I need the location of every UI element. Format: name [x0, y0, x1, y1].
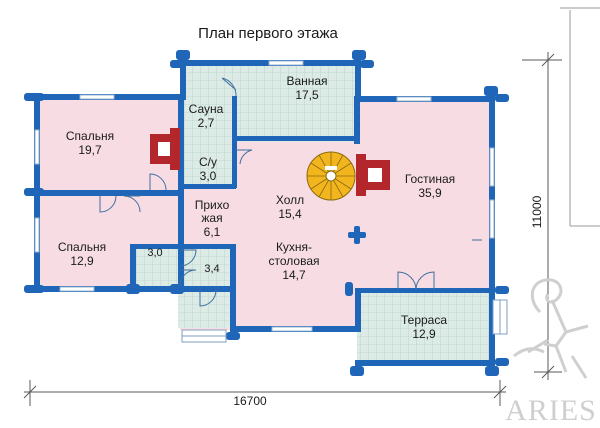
aries-logo: ARIES [505, 278, 597, 427]
room-area: 2,7 [198, 116, 215, 130]
depth-dimension: 11000 [530, 195, 544, 228]
room-name-cont: жая [201, 211, 222, 225]
room-name: Сауна [189, 102, 224, 116]
room-area: 14,7 [282, 268, 306, 282]
side-frame [560, 7, 600, 227]
room-area: 6,1 [204, 225, 221, 239]
room-name: Спальня [58, 240, 106, 254]
wall-joints [24, 50, 509, 376]
spiral-staircase [306, 151, 356, 201]
room-name: Ванная [286, 74, 327, 88]
room-name: Холл [276, 193, 304, 207]
fireplace-icon [356, 154, 390, 196]
room-name: С/у [199, 155, 217, 169]
watermark-text: ARIES [505, 394, 597, 427]
room-area: 19,7 [78, 143, 102, 157]
small-room-area: 3,4 [204, 263, 219, 275]
room-name: Спальня [66, 129, 114, 143]
room-name: Терраса [401, 313, 447, 327]
width-dimension: 16700 [233, 394, 267, 408]
room-area: 15,4 [278, 207, 302, 221]
ram-icon [513, 278, 589, 379]
room-area: 35,9 [418, 186, 442, 200]
room-name-cont: столовая [269, 254, 320, 268]
room-area: 12,9 [412, 327, 436, 341]
small-room-area: 3,0 [147, 247, 162, 259]
wc-floor [180, 140, 236, 186]
room-name: Гостиная [405, 172, 455, 186]
sauna-floor [180, 96, 236, 140]
plan-title: План первого этажа [198, 25, 338, 42]
fireplaces [150, 128, 390, 196]
room-labels: Ванная 17,5 Сауна 2,7 Спальня 19,7 С/у 3… [58, 74, 455, 341]
room-area: 17,5 [295, 88, 319, 102]
terrace-floor [357, 290, 493, 362]
room-name: Прихо [195, 198, 230, 212]
room-area: 12,9 [70, 254, 94, 268]
room-area: 3,0 [200, 169, 217, 183]
bathroom-floor [236, 62, 358, 142]
doors [99, 77, 482, 307]
windows [34, 60, 495, 332]
porch-floor [178, 290, 233, 328]
fireplace-icon [150, 128, 180, 170]
dimension-lines [23, 52, 562, 406]
porch-steps [181, 299, 508, 343]
room-name: Кухня- [276, 240, 312, 254]
